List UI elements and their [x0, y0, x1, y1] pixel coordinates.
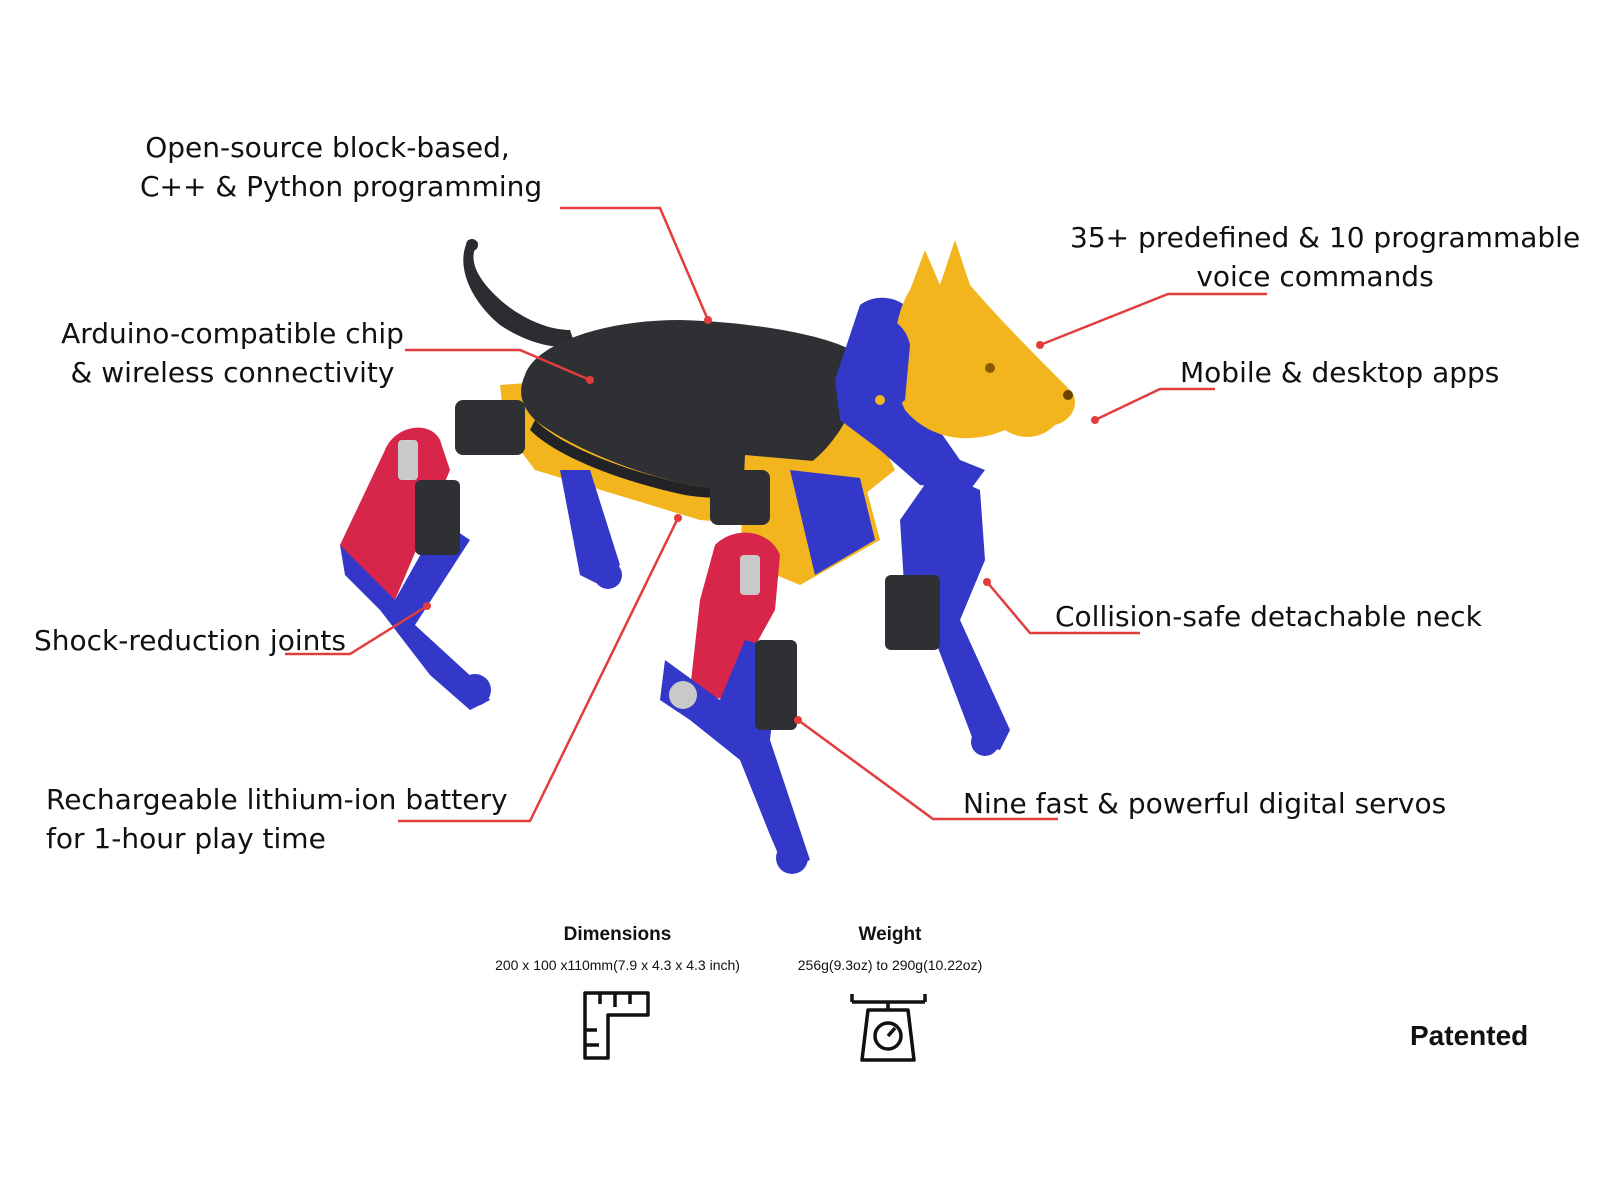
callout-neck: Collision-safe detachable neck — [1055, 597, 1482, 636]
robot-head — [894, 240, 1075, 439]
callout-line: Arduino-compatible chip — [61, 317, 404, 350]
callout-line: Nine fast & powerful digital servos — [963, 787, 1447, 820]
callout-joints: Shock-reduction joints — [34, 621, 346, 660]
leader-chip — [405, 348, 591, 382]
callout-line: 35+ predefined & 10 programmable — [1070, 221, 1581, 254]
callout-line: for 1-hour play time — [46, 822, 326, 855]
callout-line: voice commands — [1196, 260, 1434, 293]
robot-body-cover — [521, 320, 862, 488]
callout-line: Open-source block-based, — [145, 131, 510, 164]
callout-servos: Nine fast & powerful digital servos — [963, 784, 1446, 823]
scale-icon — [850, 994, 927, 1062]
rear-leg-upper — [340, 427, 450, 600]
callout-line: Mobile & desktop apps — [1180, 356, 1500, 389]
leader-dots — [423, 316, 1099, 724]
leader-voice — [1039, 292, 1267, 347]
callout-line: & wireless connectivity — [70, 356, 395, 389]
ruler-icon — [583, 991, 650, 1060]
leader-programming — [560, 206, 710, 321]
spec-dimensions: Dimensions 200 x 100 x110mm(7.9 x 4.3 x … — [470, 922, 765, 976]
leader-servos — [797, 718, 1058, 821]
callout-voice: 35+ predefined & 10 programmable voice c… — [1070, 218, 1581, 296]
leader-joints — [285, 604, 428, 656]
patented-label: Patented — [1410, 1020, 1529, 1051]
callout-line: Rechargeable lithium-ion battery — [46, 783, 508, 816]
leader-neck — [986, 581, 1140, 635]
spec-weight-value: 256g(9.3oz) to 290g(10.22oz) — [797, 957, 983, 973]
callout-chip: Arduino-compatible chip & wireless conne… — [60, 314, 405, 392]
leader-battery — [398, 517, 680, 823]
callout-apps: Mobile & desktop apps — [1180, 353, 1499, 392]
spec-dimensions-label: Dimensions — [563, 924, 672, 945]
spec-weight-label: Weight — [858, 924, 922, 945]
spec-dimensions-value: 200 x 100 x110mm(7.9 x 4.3 x 4.3 inch) — [495, 957, 740, 973]
leader-lines — [285, 206, 1267, 823]
callout-programming: Open-source block-based, C++ & Python pr… — [140, 128, 543, 206]
callout-line: Collision-safe detachable neck — [1055, 600, 1482, 633]
callout-line: C++ & Python programming — [140, 170, 543, 203]
spec-weight: Weight 256g(9.3oz) to 290g(10.22oz) — [775, 922, 1005, 976]
leader-apps — [1094, 387, 1215, 422]
callout-battery: Rechargeable lithium-ion battery for 1-h… — [46, 780, 508, 858]
robot-tail — [463, 240, 575, 347]
callout-line: Shock-reduction joints — [34, 624, 346, 657]
